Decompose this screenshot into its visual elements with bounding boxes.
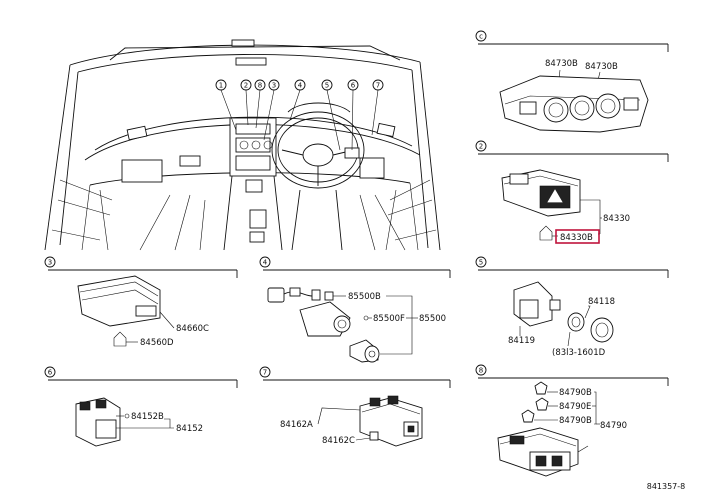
section-5: 5 84119 84118 (83l3-1601D [475,256,669,358]
figure-code: 841357-8 [647,482,686,491]
section-3-badge: 3 [44,256,56,268]
callout-3: 3 [268,79,280,91]
part-84730B-b: 84730B [585,62,618,72]
part-84330: 84330 [603,214,630,224]
callout-8: 8 [254,79,266,91]
callout-1: 1 [215,79,227,91]
svg-text:2: 2 [479,143,483,151]
svg-text:2: 2 [244,82,248,90]
part-84330B: 84330B [560,233,593,243]
part-84118: 84118 [588,297,615,307]
svg-text:6: 6 [351,82,356,90]
section-c-badge: c [475,30,487,42]
part-85500F: 85500F [373,314,405,324]
part-84790E: 84790E [559,402,591,412]
section-6-badge: 6 [44,366,56,378]
section-4: 4 85500B 85500F 85500 [259,256,451,363]
section-7-badge: 7 [259,366,271,378]
svg-text:8: 8 [479,367,483,375]
part-85500: 85500 [419,314,446,324]
highlight-84330B [555,229,600,244]
section-5-badge: 5 [475,256,487,268]
part-83l3-1601D: (83l3-1601D [552,348,606,358]
section-6: 6 84152B 84152 [44,366,238,447]
part-84162A: 84162A [280,420,313,430]
section-8: 8 84790B 84790E 84790B 84790 [475,364,669,477]
svg-text:1: 1 [219,82,223,90]
part-84790: 84790 [600,421,627,431]
section-c: c 84730B 84730B [475,30,669,133]
svg-text:7: 7 [376,82,380,90]
section-2: 2 84330 84330B [475,140,669,244]
part-84790B-a: 84790B [559,388,592,398]
callout-7: 7 [372,79,384,91]
callout-2: 2 [240,79,252,91]
section-4-badge: 4 [259,256,271,268]
section-3: 3 84660C 84560D [44,256,238,348]
dashboard-overview: 1 2 8 3 4 5 6 7 [44,39,441,251]
svg-text:3: 3 [48,259,52,267]
svg-text:7: 7 [263,369,267,377]
section-8-badge: 8 [475,364,487,376]
part-84730B-a: 84730B [545,59,578,69]
svg-text:4: 4 [298,82,303,90]
part-84560D: 84560D [140,338,174,348]
part-84152: 84152 [176,424,203,434]
part-84119: 84119 [508,336,535,346]
callout-6: 6 [347,79,359,91]
svg-text:8: 8 [258,82,262,90]
section-7: 7 84162A 84162C [259,366,451,447]
svg-text:5: 5 [325,82,329,90]
callout-5: 5 [321,79,333,91]
section-2-badge: 2 [475,140,487,152]
callout-4: 4 [294,79,306,91]
svg-text:c: c [479,33,483,41]
svg-text:4: 4 [263,259,268,267]
part-84790B-b: 84790B [559,416,592,426]
svg-text:6: 6 [48,369,53,377]
svg-text:3: 3 [272,82,276,90]
svg-text:5: 5 [479,259,483,267]
part-85500B: 85500B [348,292,381,302]
part-84152B: 84152B [131,412,164,422]
part-84162C: 84162C [322,436,355,446]
part-84660C: 84660C [176,324,209,334]
